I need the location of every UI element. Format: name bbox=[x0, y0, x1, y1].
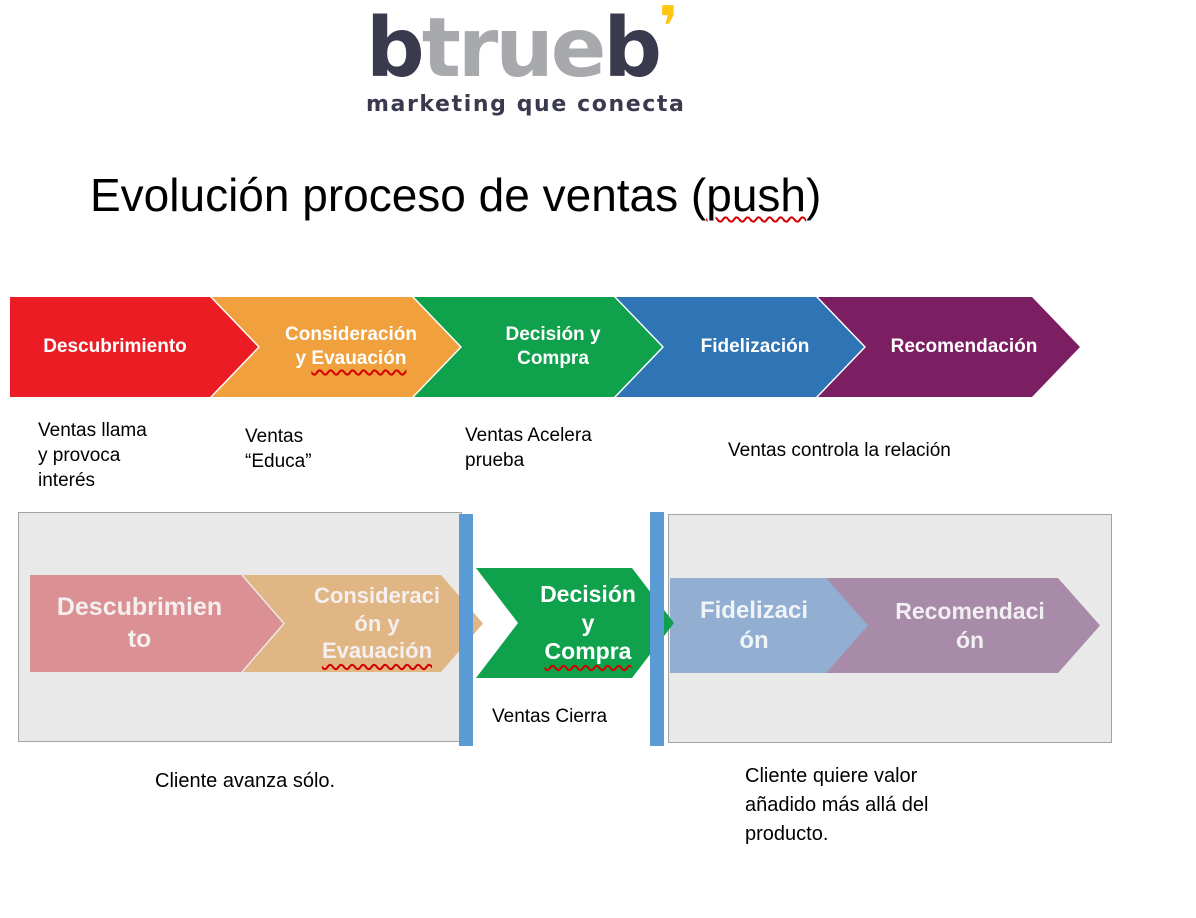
logo-letters-true: true bbox=[421, 1, 607, 96]
logo-text: btrueb❜ bbox=[366, 0, 685, 92]
annotation-ventas-acelera: Ventas Acelera prueba bbox=[465, 425, 592, 472]
divider-bar-left bbox=[459, 514, 473, 746]
page-title: Evolución proceso de ventas (push) bbox=[90, 168, 821, 222]
logo-tagline: marketing que conecta bbox=[366, 92, 686, 118]
stage-label: Consideración y Evauación bbox=[285, 324, 417, 369]
logo-apostrophe-icon: ❜ bbox=[659, 0, 679, 60]
caption-cliente-avanza: Cliente avanza sólo. bbox=[155, 770, 336, 792]
logo-letter-b1: b bbox=[366, 1, 425, 96]
misspelled-word: Evauación bbox=[311, 348, 407, 369]
title-text-end: ) bbox=[806, 169, 822, 221]
stage-chevron-recomendacion: Recomendación bbox=[818, 297, 1080, 397]
misspelled-word: Compra bbox=[544, 638, 632, 665]
title-text: Evolución proceso de ventas ( bbox=[90, 169, 707, 221]
stage-label: Recomendaci ón bbox=[895, 597, 1045, 653]
stage-label: Descubrimien to bbox=[56, 593, 223, 653]
logo: btrueb❜ marketing que conecta bbox=[366, 0, 686, 118]
title-misspelled-word: push bbox=[706, 169, 806, 221]
stage-label: Fidelización bbox=[700, 336, 810, 358]
stage-label: Consideraci ón y Evauación bbox=[314, 583, 440, 664]
stage-label: Recomendación bbox=[890, 336, 1038, 358]
stage-chevron-decision-compra: Decisión y Compra bbox=[414, 297, 662, 397]
annotation-ventas-educa: Ventas “Educa” bbox=[245, 426, 312, 473]
center-chevron-decision-compra: Decisión y Compra bbox=[476, 568, 674, 678]
logo-letter-b2: b bbox=[603, 1, 662, 96]
stage-label: Fidelizaci ón bbox=[699, 596, 809, 654]
caption-ventas-cierra: Ventas Cierra bbox=[492, 706, 608, 727]
annotation-ventas-llama: Ventas llama y provoca interés bbox=[38, 420, 147, 492]
faded-chevron-descubrimiento: Descubrimien to bbox=[30, 575, 283, 672]
faded-chevron-consideracion: Consideraci ón y Evauación bbox=[243, 575, 483, 672]
stage-chevron-descubrimiento: Descubrimiento bbox=[10, 297, 258, 397]
stage-label: Descubrimiento bbox=[43, 336, 187, 358]
stage-label: Decisión y Compra bbox=[540, 580, 636, 665]
divider-bar-right bbox=[650, 512, 664, 746]
stage-label: Decisión y Compra bbox=[505, 324, 601, 369]
caption-cliente-quiere: Cliente quiere valor añadido más allá de… bbox=[745, 765, 929, 845]
annotation-ventas-controla: Ventas controla la relación bbox=[728, 440, 951, 461]
faded-chevron-fidelizacion: Fidelizaci ón bbox=[670, 578, 868, 673]
misspelled-word: Evauación bbox=[321, 638, 433, 664]
